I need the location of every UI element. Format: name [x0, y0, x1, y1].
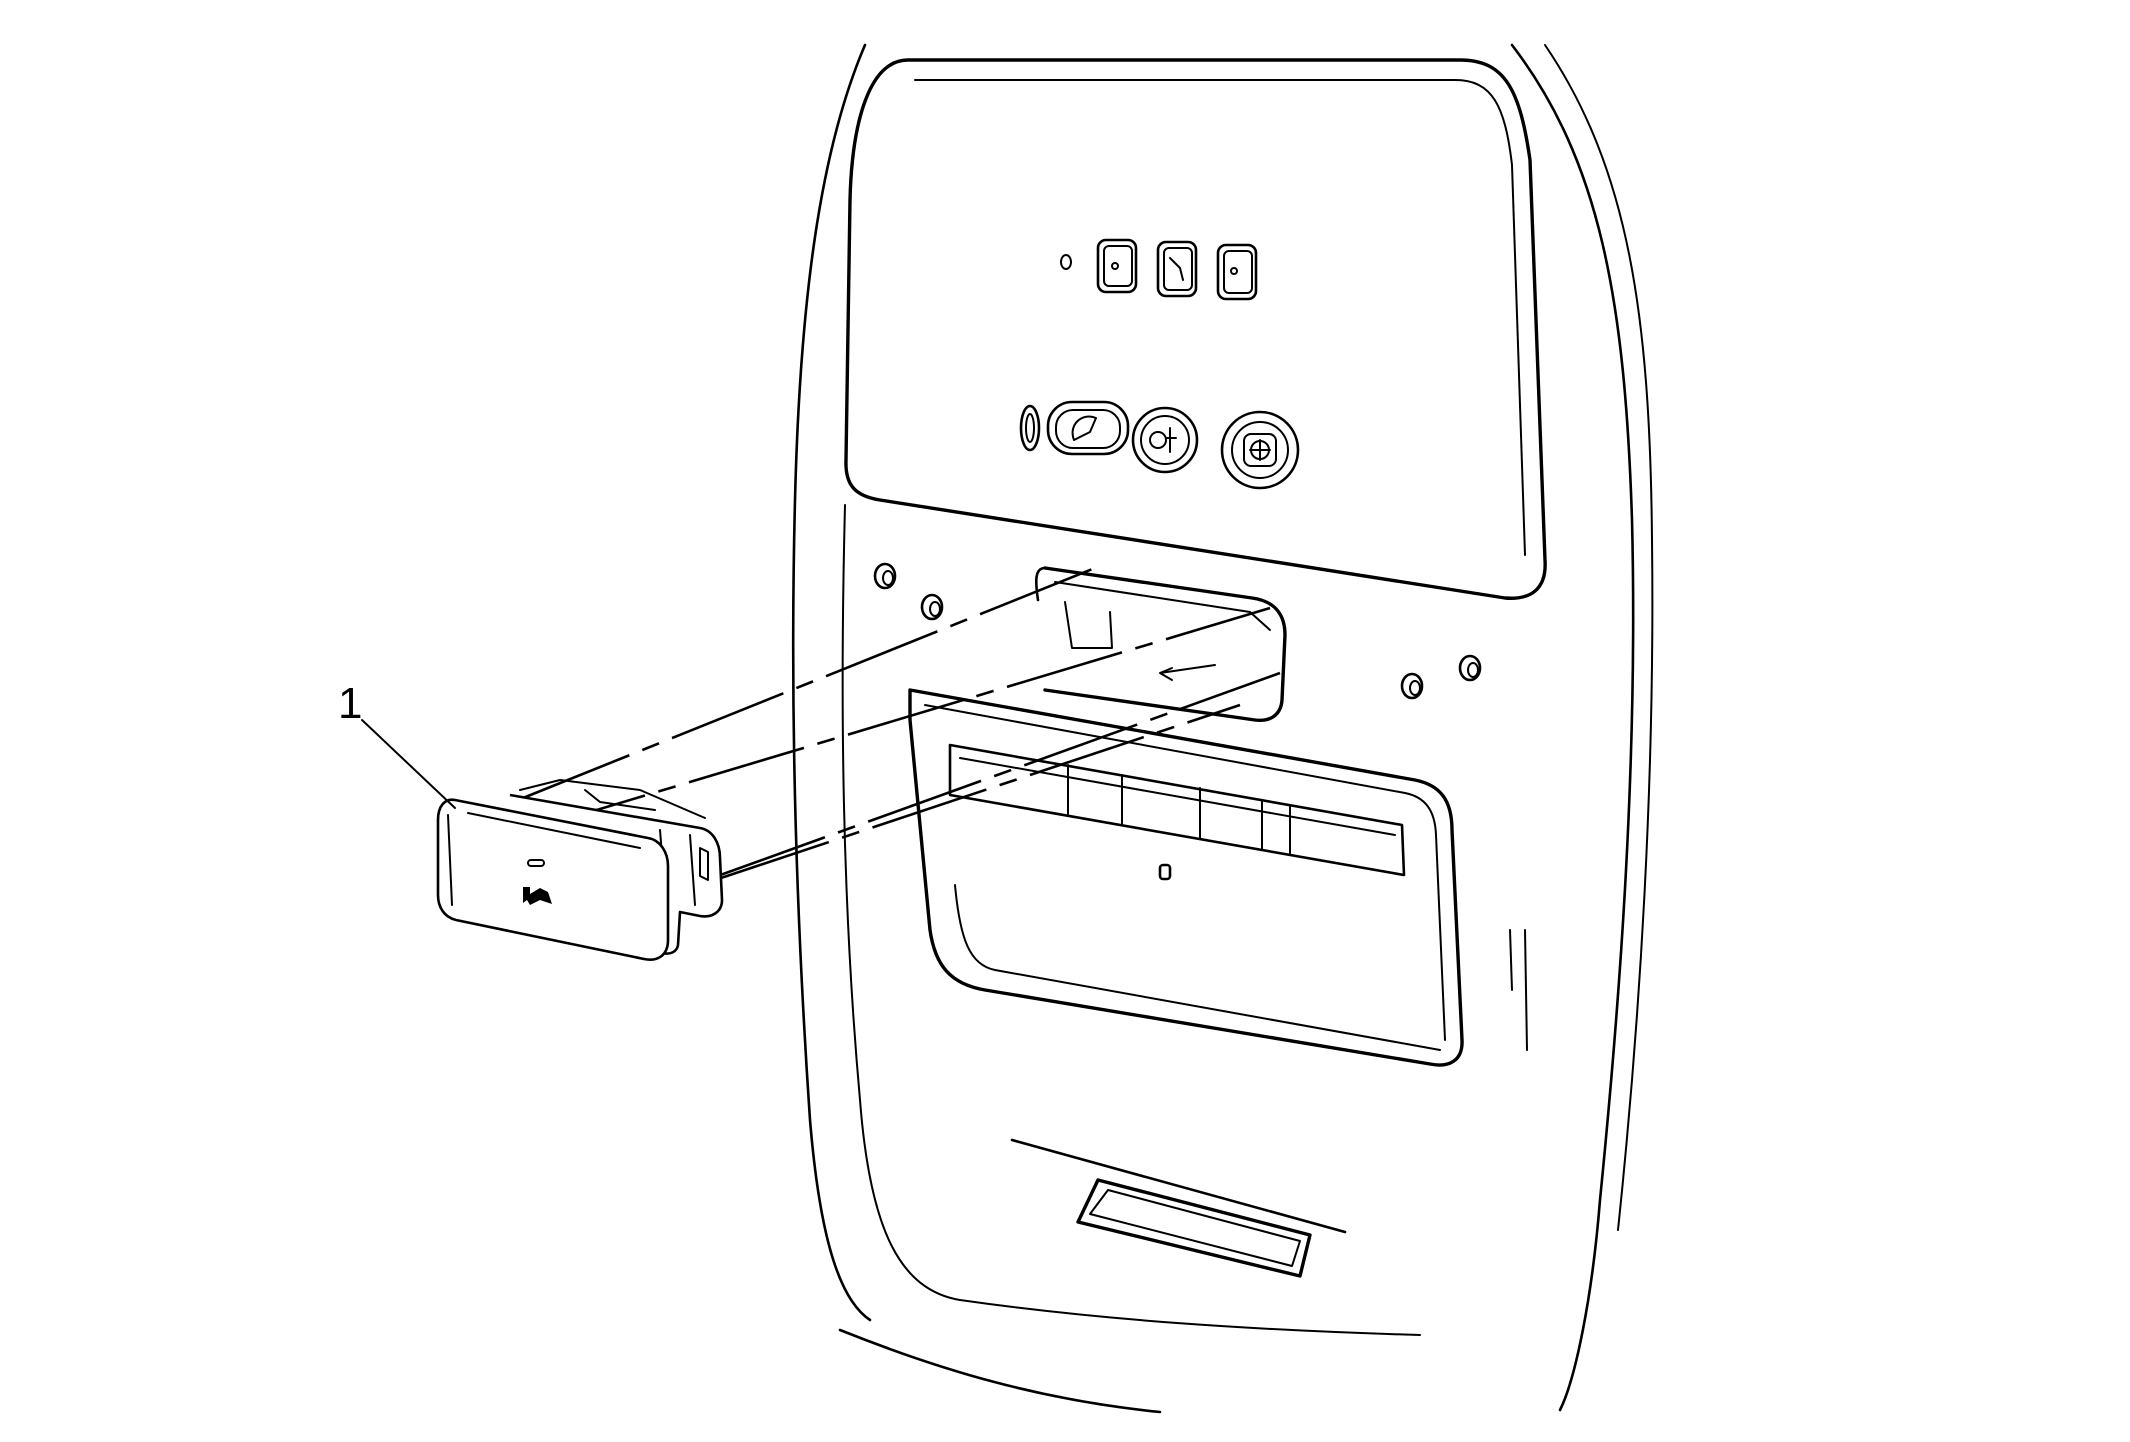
- control-switch-row: [1019, 400, 1300, 490]
- lamp-button-left: [1096, 238, 1138, 294]
- bottom-latch-slot: [1010, 1138, 1347, 1278]
- lamp-button-right: [1216, 243, 1258, 301]
- storage-compartment: [908, 688, 1528, 1067]
- callout-1: 1: [338, 679, 456, 809]
- control-switch-left: [1046, 400, 1130, 456]
- upper-bezel: [844, 58, 1547, 600]
- control-switch-center: [1131, 406, 1199, 474]
- projection-lines: [517, 566, 1281, 882]
- callout-1-label: 1: [338, 679, 362, 728]
- switch-opening: [1034, 566, 1287, 723]
- mounting-holes: [873, 562, 1482, 700]
- console-housing: [791, 43, 1654, 1414]
- control-switch-right: [1220, 410, 1300, 490]
- switch-component: [436, 779, 724, 961]
- lamp-button-center: [1156, 240, 1198, 298]
- callout-1-leader: [361, 719, 456, 809]
- lamp-button-row: [1060, 238, 1258, 301]
